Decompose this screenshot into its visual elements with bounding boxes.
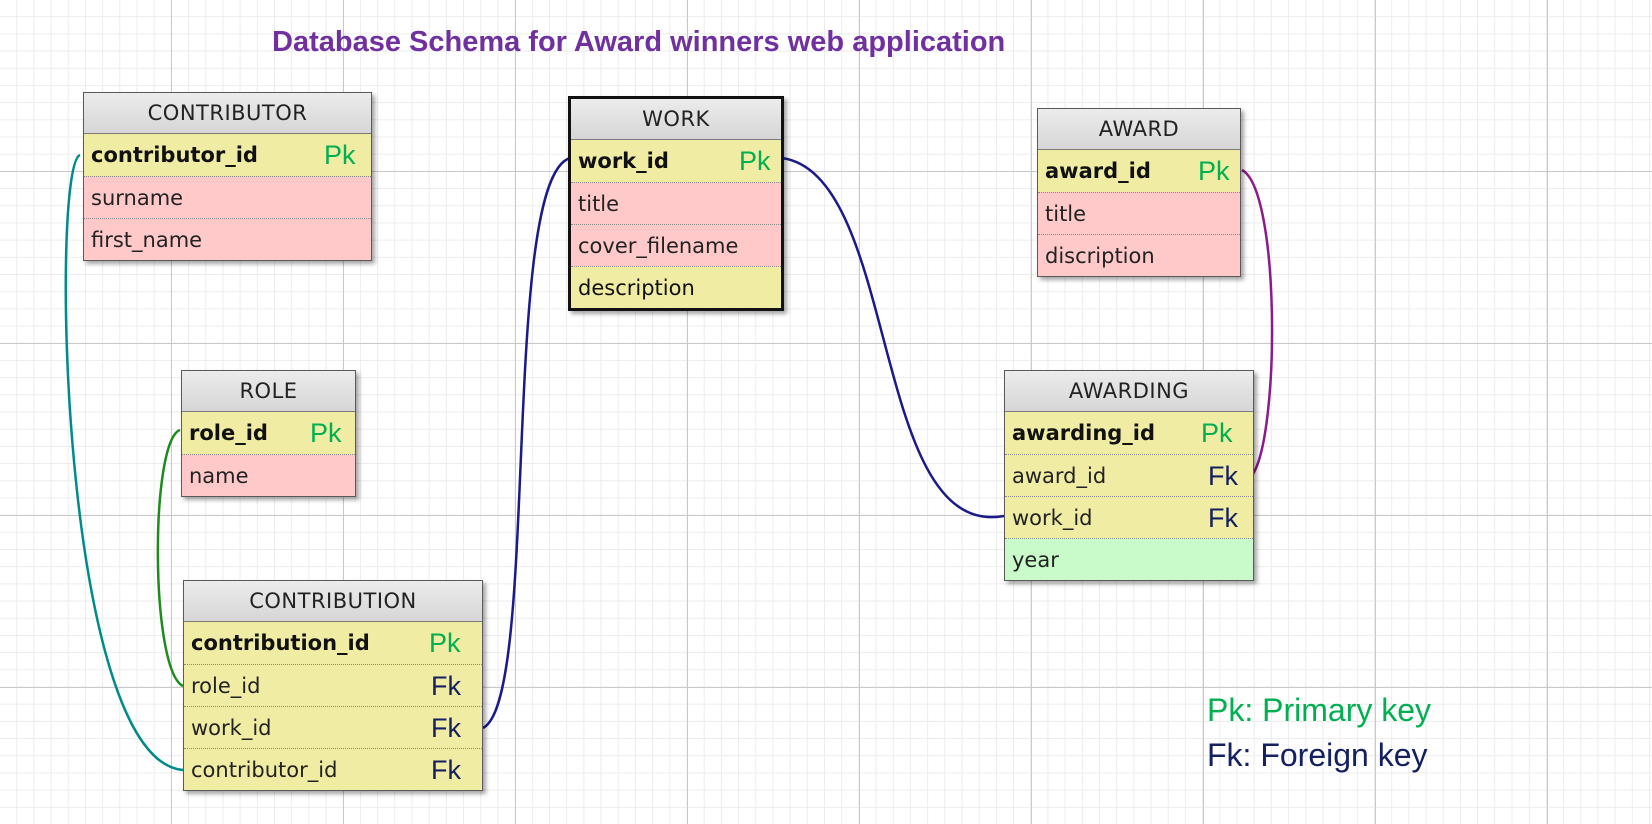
pk-badge: Pk bbox=[429, 628, 461, 658]
field-role-id[interactable]: role_id Pk bbox=[182, 412, 355, 454]
field-title[interactable]: title bbox=[1038, 192, 1240, 234]
pk-badge: Pk bbox=[1201, 418, 1233, 448]
field-first-name[interactable]: first_name bbox=[84, 218, 371, 260]
field-role-id[interactable]: role_id Fk bbox=[184, 664, 482, 706]
field-contribution-id[interactable]: contribution_id Pk bbox=[184, 622, 482, 664]
entity-contribution[interactable]: CONTRIBUTION contribution_id Pk role_id … bbox=[183, 580, 483, 791]
entity-role[interactable]: ROLE role_id Pk name bbox=[181, 370, 356, 497]
field-award-id[interactable]: award_id Fk bbox=[1005, 454, 1253, 496]
fk-badge: Fk bbox=[1208, 503, 1238, 533]
field-work-id[interactable]: work_id Pk bbox=[571, 140, 781, 182]
entity-awarding[interactable]: AWARDING awarding_id Pk award_id Fk work… bbox=[1004, 370, 1254, 581]
entity-header: WORK bbox=[571, 99, 781, 140]
fk-badge: Fk bbox=[431, 671, 461, 701]
diagram-title: Database Schema for Award winners web ap… bbox=[272, 26, 1006, 58]
field-name: role_id bbox=[189, 421, 268, 445]
fk-badge: Fk bbox=[1208, 461, 1238, 491]
field-name[interactable]: name bbox=[182, 454, 355, 496]
entity-header: ROLE bbox=[182, 371, 355, 412]
field-name: work_id bbox=[1012, 506, 1093, 530]
field-work-id[interactable]: work_id Fk bbox=[184, 706, 482, 748]
field-surname[interactable]: surname bbox=[84, 176, 371, 218]
field-awarding-id[interactable]: awarding_id Pk bbox=[1005, 412, 1253, 454]
field-name: name bbox=[189, 464, 249, 488]
field-name: year bbox=[1012, 548, 1059, 572]
field-cover-filename[interactable]: cover_filename bbox=[571, 224, 781, 266]
field-name: work_id bbox=[578, 149, 669, 173]
field-name: surname bbox=[91, 186, 184, 210]
legend-fk: Fk: Foreign key bbox=[1207, 737, 1428, 773]
pk-badge: Pk bbox=[310, 418, 342, 448]
field-name: cover_filename bbox=[578, 234, 739, 258]
field-name: work_id bbox=[191, 716, 272, 740]
field-contributor-id[interactable]: contributor_id Pk bbox=[84, 134, 371, 176]
field-work-id[interactable]: work_id Fk bbox=[1005, 496, 1253, 538]
link-awarding-work[interactable] bbox=[781, 156, 1005, 519]
field-name: award_id bbox=[1045, 159, 1151, 183]
fk-badge: Fk bbox=[431, 755, 461, 785]
field-title[interactable]: title bbox=[571, 182, 781, 224]
field-description[interactable]: description bbox=[571, 266, 781, 308]
field-contributor-id[interactable]: contributor_id Fk bbox=[184, 748, 482, 790]
entity-award[interactable]: AWARD award_id Pk title discription bbox=[1037, 108, 1241, 277]
entity-header: AWARD bbox=[1038, 109, 1240, 150]
field-award-id[interactable]: award_id Pk bbox=[1038, 150, 1240, 192]
field-name: description bbox=[578, 276, 695, 300]
field-discription[interactable]: discription bbox=[1038, 234, 1240, 276]
field-name: awarding_id bbox=[1012, 421, 1156, 445]
legend-pk: Pk: Primary key bbox=[1207, 692, 1432, 728]
field-name: title bbox=[1045, 202, 1087, 226]
entity-work[interactable]: WORK work_id Pk title cover_filename des… bbox=[568, 96, 784, 311]
fk-badge: Fk bbox=[431, 713, 461, 743]
field-year[interactable]: year bbox=[1005, 538, 1253, 580]
field-name: contribution_id bbox=[191, 631, 370, 655]
entity-header: AWARDING bbox=[1005, 371, 1253, 412]
field-name: contributor_id bbox=[191, 758, 338, 782]
field-name: title bbox=[578, 192, 620, 216]
entity-header: CONTRIBUTION bbox=[184, 581, 482, 622]
entity-contributor[interactable]: CONTRIBUTOR contributor_id Pk surname fi… bbox=[83, 92, 372, 261]
pk-badge: Pk bbox=[324, 140, 356, 170]
field-name: discription bbox=[1045, 244, 1155, 268]
link-contribution-work[interactable] bbox=[482, 156, 571, 730]
field-name: award_id bbox=[1012, 464, 1107, 488]
pk-badge: Pk bbox=[739, 146, 771, 176]
field-name: role_id bbox=[191, 674, 261, 698]
field-name: contributor_id bbox=[91, 143, 258, 167]
field-name: first_name bbox=[91, 228, 203, 252]
pk-badge: Pk bbox=[1198, 156, 1230, 186]
link-contribution-role[interactable] bbox=[156, 428, 184, 688]
entity-header: CONTRIBUTOR bbox=[84, 93, 371, 134]
